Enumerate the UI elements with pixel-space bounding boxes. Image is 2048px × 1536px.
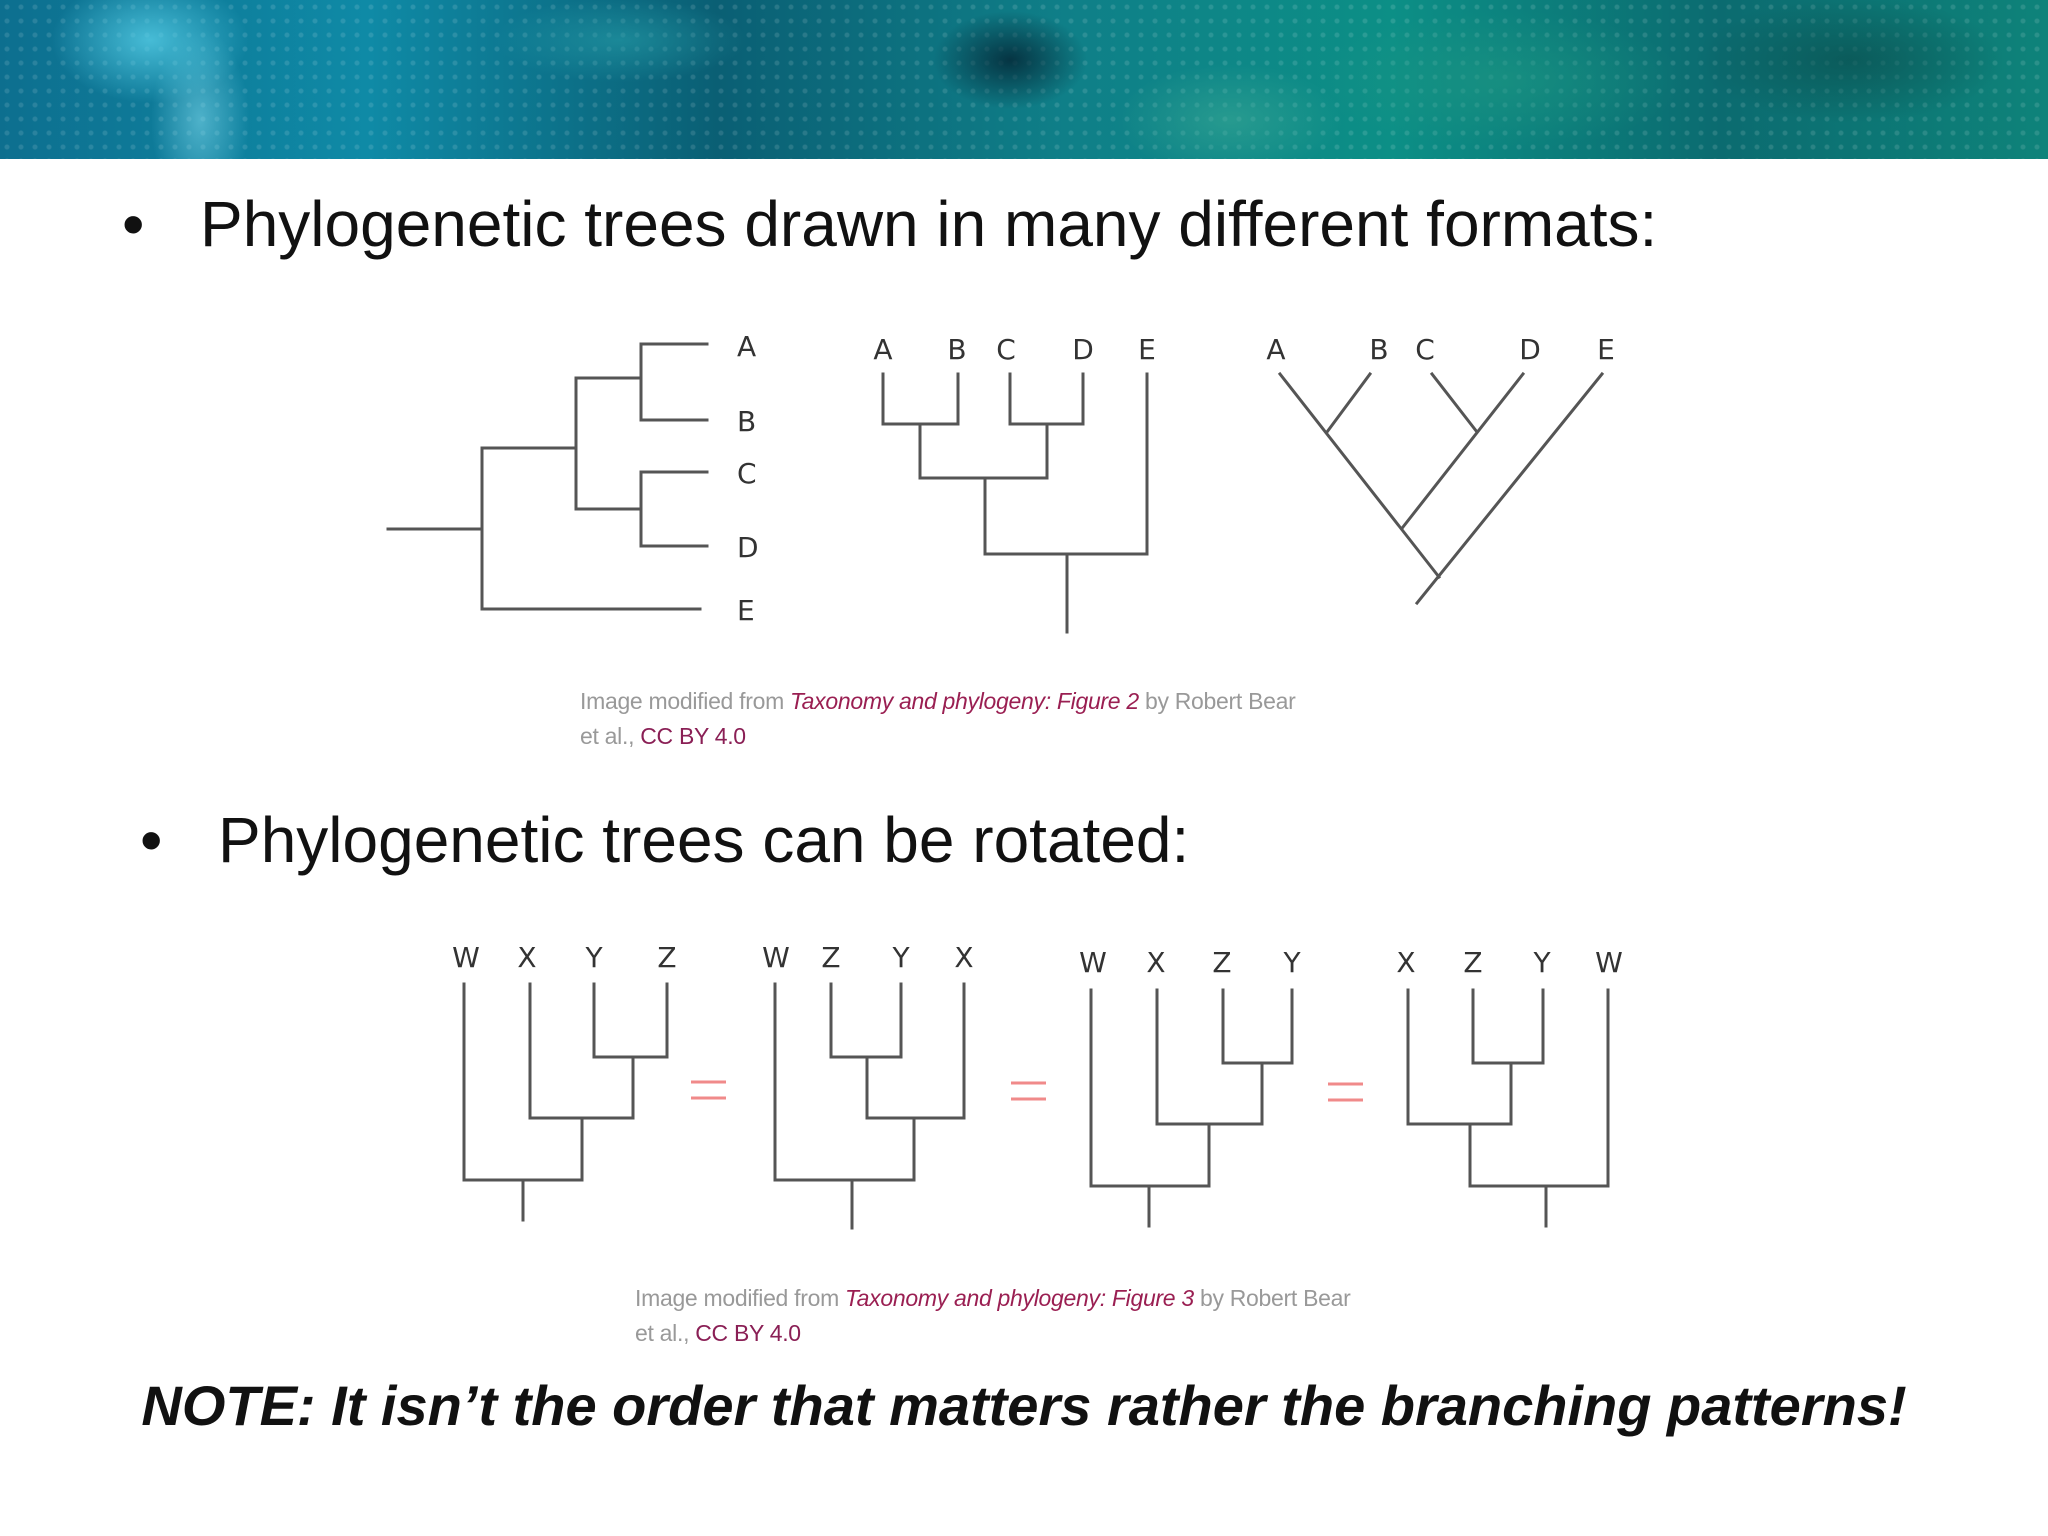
tree-branches (386, 342, 709, 611)
tree-branches (773, 982, 966, 1230)
leaf-label: X (1146, 946, 1165, 979)
leaf-label: W (762, 941, 790, 974)
leaf-label: Z (1463, 946, 1482, 979)
leaf-label: A (873, 333, 892, 366)
credit-author: by Robert Bear (1193, 1285, 1351, 1311)
leaf-label: D (737, 531, 759, 564)
credit-prefix: Image modified from (635, 1285, 846, 1311)
leaf-label: X (954, 941, 973, 974)
leaf-label: B (1369, 333, 1388, 366)
tree-branches (1089, 988, 1294, 1228)
credit-etal: et al., (635, 1320, 696, 1346)
leaf-label: W (1079, 946, 1107, 979)
leaf-label: D (1519, 333, 1541, 366)
image-credit: Image modified from Taxonomy and phyloge… (635, 1281, 1351, 1351)
note-text: NOTE: It isn’t the order that matters ra… (141, 1374, 1907, 1437)
leaf-label: E (1597, 333, 1615, 366)
leaf-label: Y (891, 941, 910, 974)
tree-branches (1406, 988, 1610, 1228)
heading-rotated: Phylogenetic trees can be rotated: (218, 804, 1190, 876)
heading-formats: Phylogenetic trees drawn in many differe… (200, 188, 1658, 260)
image-credit: Image modified from Taxonomy and phyloge… (580, 684, 1296, 754)
bullet-point: • (122, 188, 145, 260)
header-banner-image (0, 0, 2048, 159)
leaf-label: Z (657, 941, 676, 974)
license-link[interactable]: CC BY 4.0 (640, 723, 746, 749)
tree-branches (881, 372, 1149, 634)
leaf-label: W (452, 941, 480, 974)
leaf-label: X (1396, 946, 1415, 979)
leaf-label: Z (821, 941, 840, 974)
tree-branches (1277, 371, 1605, 606)
leaf-label: C (737, 457, 757, 490)
license-link[interactable]: CC BY 4.0 (695, 1320, 801, 1346)
credit-etal: et al., (580, 723, 641, 749)
leaf-label: X (517, 941, 536, 974)
leaf-label: A (737, 330, 756, 363)
leaf-label: C (1415, 333, 1435, 366)
leaf-label: W (1595, 946, 1623, 979)
leaf-label: Y (1532, 946, 1551, 979)
credit-source-link[interactable]: Taxonomy and phylogeny: Figure 2 (790, 688, 1139, 714)
leaf-label: E (1138, 333, 1156, 366)
leaf-label: C (996, 333, 1016, 366)
tree-branches (462, 982, 669, 1222)
leaf-label: D (1072, 333, 1094, 366)
leaf-label: A (1266, 333, 1285, 366)
bullet-point: • (140, 804, 163, 876)
credit-prefix: Image modified from (580, 688, 791, 714)
leaf-label: E (737, 594, 755, 627)
bullet-rotated: •Phylogenetic trees can be rotated: (140, 808, 1189, 872)
leaf-label: Y (1282, 946, 1301, 979)
leaf-label: Y (584, 941, 603, 974)
credit-author: by Robert Bear (1138, 688, 1296, 714)
leaf-label: Z (1212, 946, 1231, 979)
bullet-formats: •Phylogenetic trees drawn in many differ… (122, 192, 1657, 256)
leaf-label: B (737, 405, 756, 438)
credit-source-link[interactable]: Taxonomy and phylogeny: Figure 3 (845, 1285, 1194, 1311)
leaf-label: B (947, 333, 966, 366)
